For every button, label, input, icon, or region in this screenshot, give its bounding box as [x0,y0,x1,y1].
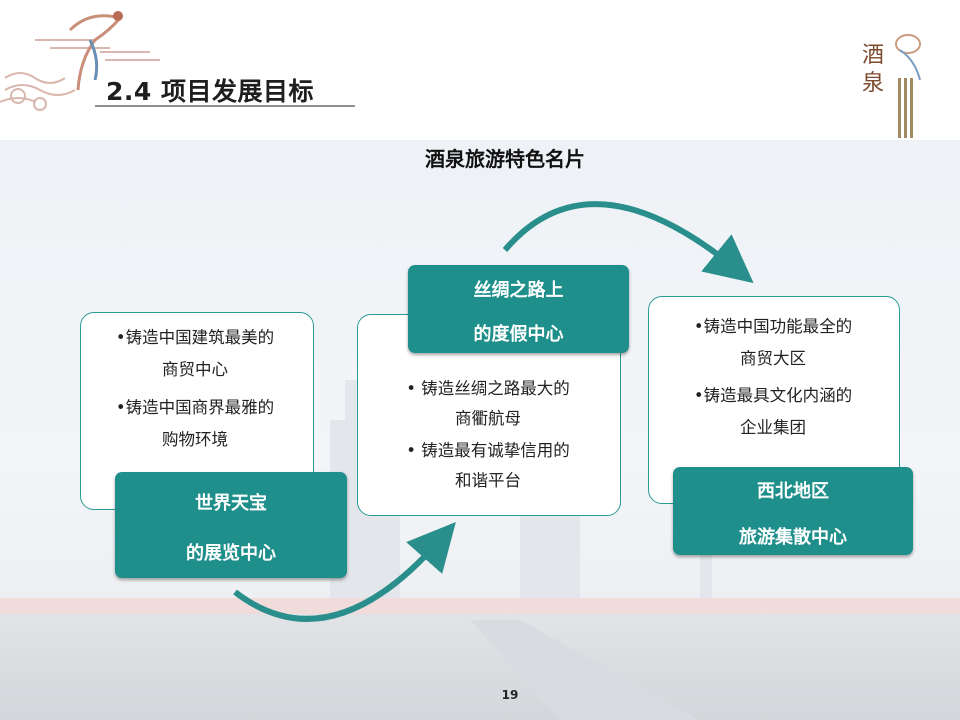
left-bullet-2: •铸造中国商界最雅的 [115,398,275,417]
diagram-heading: 酒泉旅游特色名片 [425,147,585,171]
middle-bullet-1-cont: 商衢航母 [455,409,521,428]
left-bullet-2-cont: 购物环境 [162,430,228,449]
right-bullet-1: •铸造中国功能最全的 [693,317,853,336]
middle-bullet-1: • 铸造丝绸之路最大的 [406,379,570,398]
label-right-line1: 西北地区 [757,481,829,502]
right-bullet-2-cont: 企业集团 [740,418,806,437]
logo-text: 酒泉 [862,43,885,96]
label-right-line2: 旅游集散中心 [739,527,847,548]
label-middle-line2: 的度假中心 [473,324,564,345]
label-left-line1: 世界天宝 [195,493,267,514]
label-left-line2: 的展览中心 [186,543,276,564]
left-bullet-1: •铸造中国建筑最美的 [115,328,275,347]
slide-title: 2.4 项目发展目标 [106,77,314,106]
left-bullet-1-cont: 商贸中心 [162,360,228,379]
right-bullet-2: •铸造最具文化内涵的 [693,386,853,405]
middle-bullet-2: • 铸造最有诚挚信用的 [406,441,570,460]
label-middle: 丝绸之路上 的度假中心 [408,265,629,353]
middle-bullet-2-cont: 和谐平台 [455,471,521,490]
arrow-left-to-middle [233,521,456,622]
label-left: 世界天宝 的展览中心 [115,472,347,578]
page-number: 19 [501,688,519,702]
right-bullet-1-cont: 商贸大区 [740,349,806,368]
label-right: 西北地区 旅游集散中心 [673,467,913,555]
logo: 酒泉 [860,30,930,140]
label-middle-line1: 丝绸之路上 [473,280,564,301]
arrow-middle-to-right [502,201,754,284]
